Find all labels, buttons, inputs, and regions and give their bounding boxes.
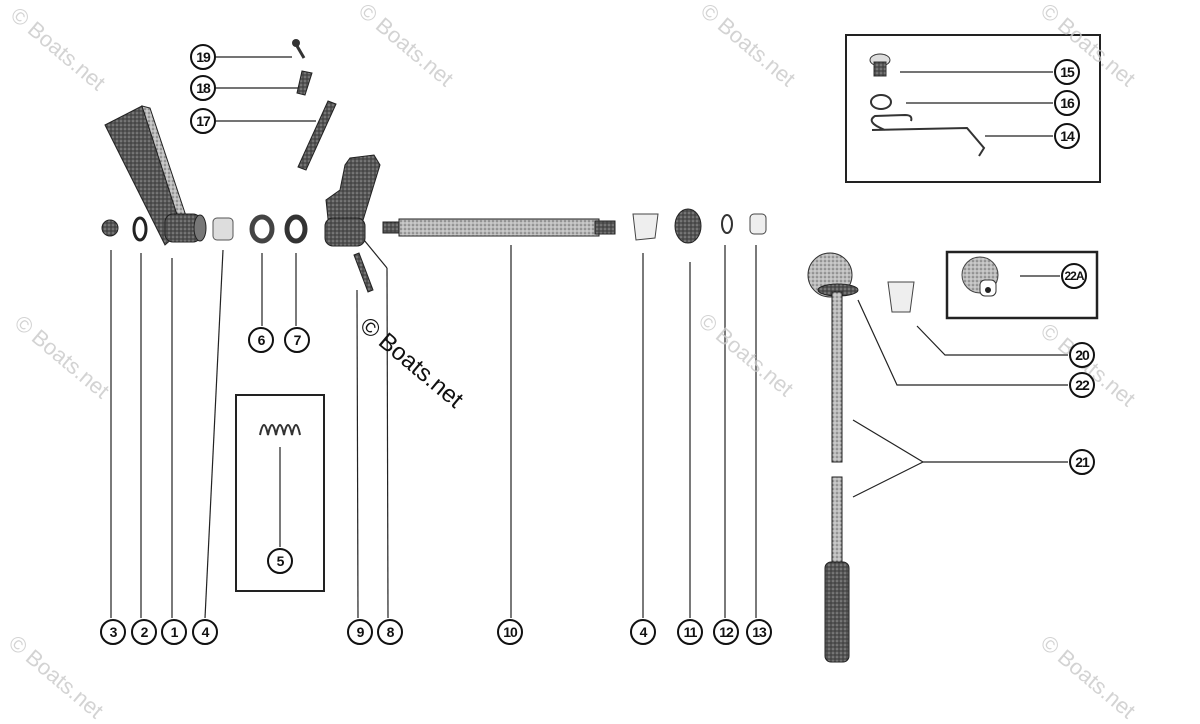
callout-5[interactable]: 5 <box>267 548 293 574</box>
callout-16[interactable]: 16 <box>1054 90 1080 116</box>
part-9-pin <box>353 252 374 293</box>
part-18-plate <box>296 70 313 96</box>
callout-10[interactable]: 10 <box>497 619 523 645</box>
callout-8[interactable]: 8 <box>377 619 403 645</box>
callout-19[interactable]: 19 <box>190 44 216 70</box>
callout-6[interactable]: 6 <box>248 327 274 353</box>
callout-1[interactable]: 1 <box>161 619 187 645</box>
callout-17[interactable]: 17 <box>190 108 216 134</box>
callout-14[interactable]: 14 <box>1054 123 1080 149</box>
part-19-screw <box>292 39 306 59</box>
callout-9[interactable]: 9 <box>347 619 373 645</box>
callout-15[interactable]: 15 <box>1054 59 1080 85</box>
part-15-screw <box>869 53 891 77</box>
part-4-bushing-right <box>632 213 659 241</box>
callout-11[interactable]: 11 <box>677 619 703 645</box>
part-5-spring <box>259 424 301 436</box>
callout-7[interactable]: 7 <box>284 327 310 353</box>
part-22A-gear <box>961 256 999 297</box>
callout-2[interactable]: 2 <box>131 619 157 645</box>
callout-22[interactable]: 22 <box>1069 372 1095 398</box>
part-10-shaft <box>382 218 616 237</box>
callout-21[interactable]: 21 <box>1069 449 1095 475</box>
callout-3[interactable]: 3 <box>100 619 126 645</box>
part-17-bar <box>297 100 337 171</box>
part-6-washer <box>249 214 275 244</box>
part-13-bushing <box>749 213 767 235</box>
callout-20[interactable]: 20 <box>1069 342 1095 368</box>
part-14-link <box>870 113 986 157</box>
callout-12[interactable]: 12 <box>713 619 739 645</box>
part-1-lever <box>104 105 207 246</box>
callout-4[interactable]: 4 <box>192 619 218 645</box>
diagram-artwork <box>101 34 1101 663</box>
callout-13[interactable]: 13 <box>746 619 772 645</box>
part-8-lever <box>324 154 381 247</box>
part-22-gear-shaft <box>807 252 859 663</box>
callout-22a[interactable]: 22A <box>1061 263 1087 289</box>
callout-18[interactable]: 18 <box>190 75 216 101</box>
parts-diagram: © Boats.net © Boats.net © Boats.net © Bo… <box>4 0 1140 723</box>
callout-4-right[interactable]: 4 <box>630 619 656 645</box>
part-11-gear <box>674 208 702 244</box>
part-12-washer <box>721 214 733 234</box>
inset-spring-box <box>235 394 325 592</box>
inset-hardware-box <box>845 34 1101 183</box>
part-16-washer <box>870 94 892 110</box>
part-4-bushing <box>212 217 234 241</box>
part-3-nut <box>101 219 119 237</box>
part-2-washer <box>132 216 148 242</box>
part-20-bushing <box>887 281 915 313</box>
inset-gear-box <box>945 250 1099 320</box>
part-7-washer <box>284 214 308 244</box>
